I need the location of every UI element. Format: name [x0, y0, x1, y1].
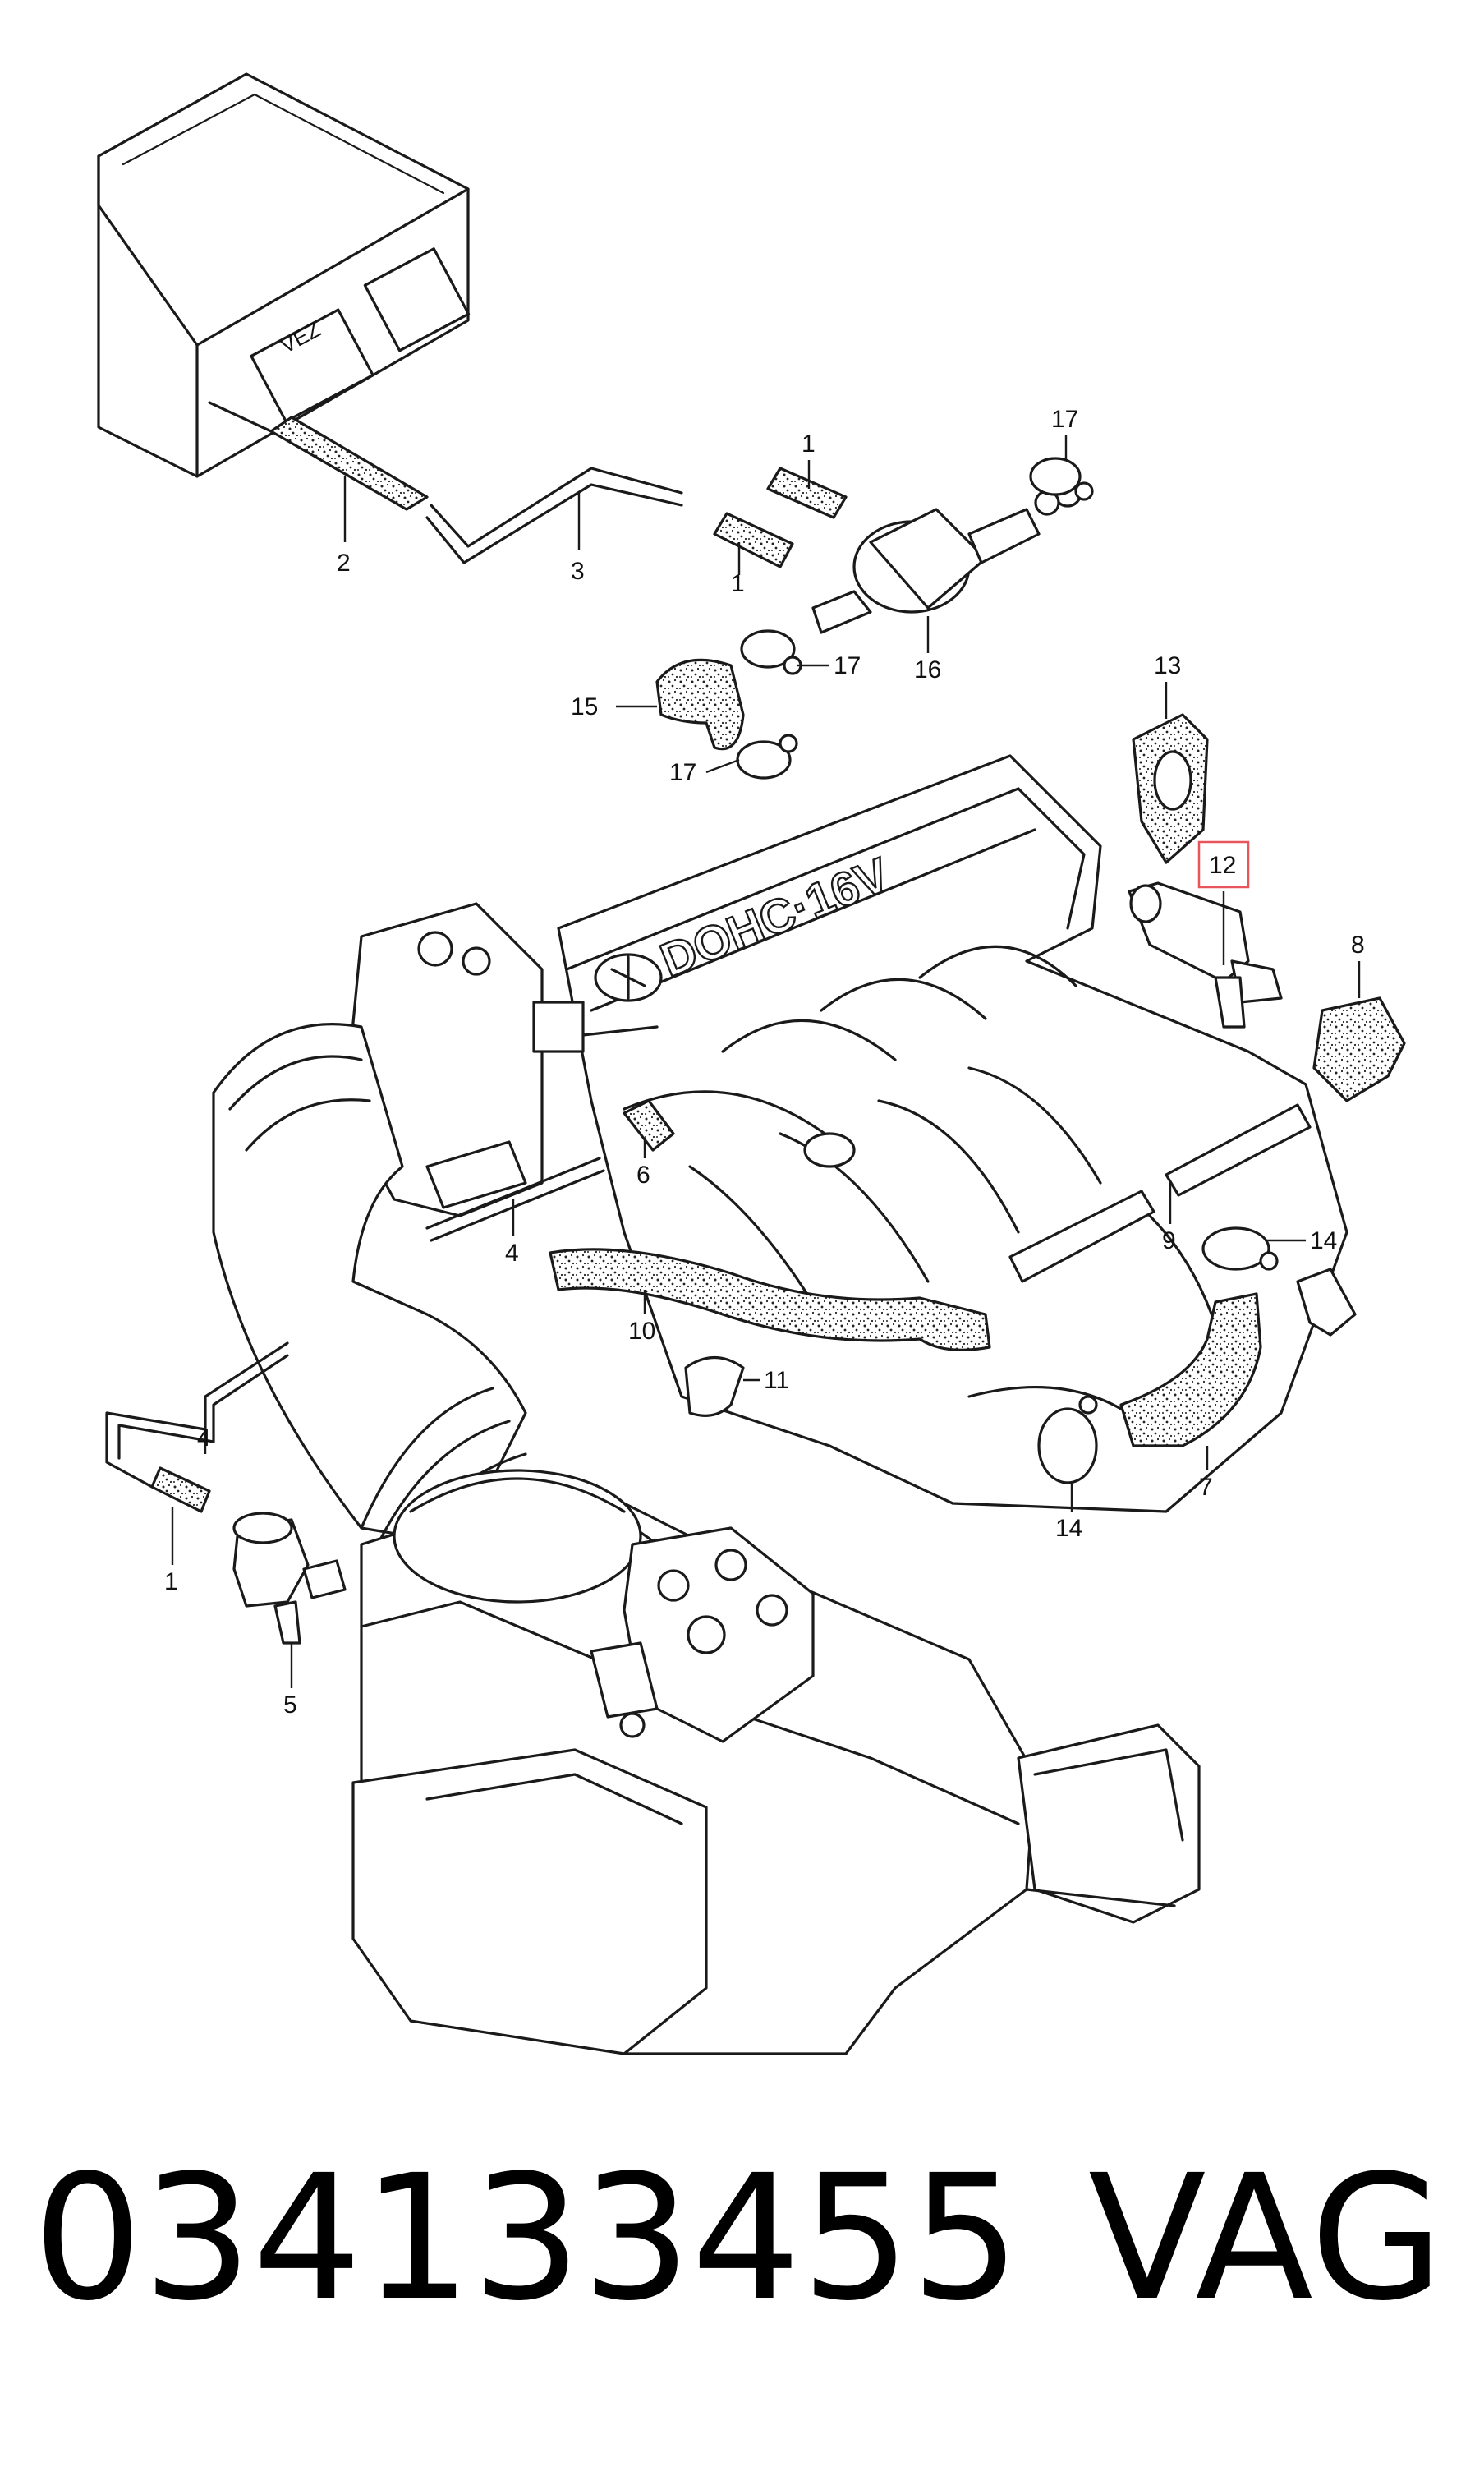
callout-16: 16 [914, 656, 941, 683]
pipe-4-left [105, 1341, 289, 1489]
clamp-17-mid [740, 629, 802, 675]
callout-12: 12 [1209, 852, 1236, 879]
callout-17-top: 17 [1051, 406, 1078, 433]
hose-6 [623, 1099, 675, 1152]
callout-14-lower: 14 [1055, 1515, 1082, 1542]
hose-7 [1119, 1292, 1262, 1447]
valve-16 [811, 478, 1082, 634]
clamp-14-upper [1201, 1226, 1279, 1271]
control-module: VEZ [97, 72, 471, 478]
leader-lines [171, 435, 1361, 1688]
valve-5 [232, 1512, 347, 1645]
hose-8 [1312, 996, 1406, 1102]
callout-1-middle: 1 [731, 570, 745, 597]
callout-labels: 1 1 1 2 3 4 4 5 6 7 8 9 10 11 12 13 14 1… [164, 406, 1365, 1719]
hose-10 [549, 1248, 991, 1351]
callout-1-upper: 1 [802, 430, 816, 458]
hose-1-lower [713, 512, 794, 568]
callout-8: 8 [1351, 932, 1365, 959]
clamp-17-low [736, 734, 798, 780]
gasket-13 [1132, 713, 1209, 864]
brand-name: VAG [1088, 2138, 1444, 2339]
clamp-17-top [1029, 457, 1094, 501]
pipe-12 [1128, 881, 1283, 1029]
callout-9: 9 [1162, 1227, 1176, 1254]
callout-13: 13 [1154, 652, 1181, 679]
clamp-11 [684, 1356, 745, 1417]
callout-4-upper: 4 [505, 1240, 519, 1267]
callout-17-low: 17 [669, 759, 696, 786]
callout-4-left: 4 [197, 1424, 211, 1452]
callout-7: 7 [1199, 1474, 1213, 1501]
hose-1-left [150, 1466, 211, 1513]
parts-diagram: VEZ [97, 72, 1406, 2055]
hose-2 [269, 416, 429, 511]
callout-2: 2 [337, 550, 351, 577]
callout-12-highlight-box [1197, 840, 1250, 889]
elbow-fitting [1296, 1268, 1357, 1337]
pipe-4-upper [425, 1157, 605, 1242]
callout-14-upper: 14 [1310, 1227, 1337, 1254]
callout-6: 6 [636, 1162, 650, 1189]
hose-1-upper [766, 467, 848, 519]
air-filter-housing [351, 1469, 1201, 2055]
callout-1-left: 1 [164, 1568, 178, 1595]
pipe-9 [1008, 1103, 1312, 1283]
part-number: 034133455 [33, 2138, 1021, 2339]
callout-10: 10 [628, 1318, 655, 1345]
callout-15: 15 [571, 693, 598, 720]
hose-15 [655, 658, 745, 751]
clamp-14-lower [1037, 1395, 1098, 1484]
callout-5: 5 [283, 1691, 297, 1719]
callout-3: 3 [571, 558, 585, 585]
pipe-3 [425, 467, 683, 564]
callout-11: 11 [764, 1367, 789, 1394]
fuel-distributor [590, 1526, 815, 1743]
callout-17-mid: 17 [834, 652, 861, 679]
